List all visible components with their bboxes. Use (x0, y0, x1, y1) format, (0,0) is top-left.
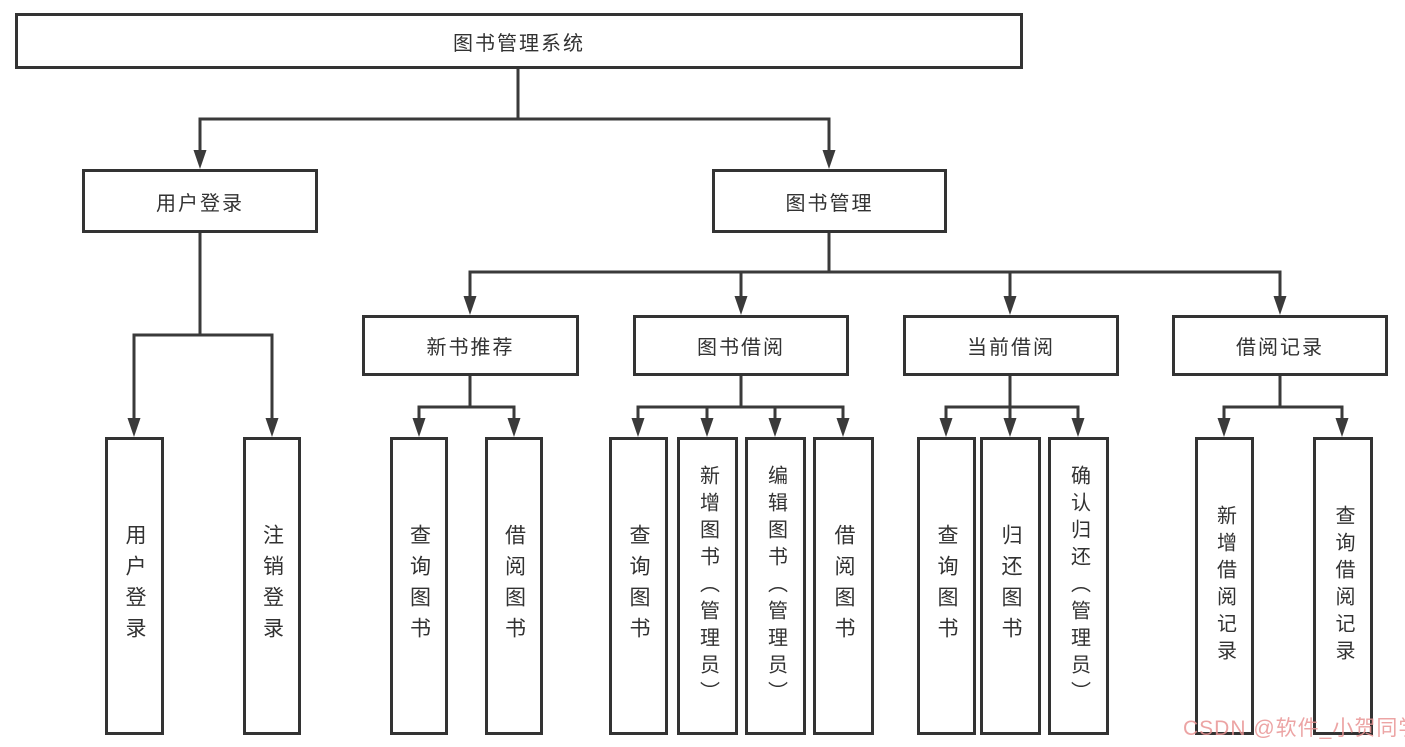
leaf-current-return: 归还图书 (980, 437, 1041, 735)
node-root: 图书管理系统 (15, 13, 1023, 69)
node-borrow-records: 借阅记录 (1172, 315, 1388, 376)
connector-records-children (1217, 375, 1349, 437)
leaf-current-query: 查询图书 (917, 437, 976, 735)
leaf-borrow-add-admin: 新增图书（管理员） (677, 437, 738, 735)
connector-mgmt-children (463, 232, 1287, 315)
leaf-records-add: 新增借阅记录 (1195, 437, 1254, 735)
connector-borrow-children (631, 375, 850, 437)
leaf-records-query: 查询借阅记录 (1313, 437, 1373, 735)
leaf-logout: 注销登录 (243, 437, 301, 735)
leaf-current-confirm-admin: 确认归还（管理员） (1048, 437, 1109, 735)
connector-login-children (127, 232, 279, 437)
connector-root (193, 68, 836, 169)
watermark: CSDN @软件_小贺同学 (1183, 717, 1405, 740)
leaf-borrow-borrow: 借阅图书 (813, 437, 874, 735)
node-book-borrow: 图书借阅 (633, 315, 849, 376)
node-current-borrow: 当前借阅 (903, 315, 1119, 376)
leaf-newbook-query: 查询图书 (390, 437, 448, 735)
leaf-borrow-query: 查询图书 (609, 437, 668, 735)
leaf-borrow-edit-admin: 编辑图书（管理员） (745, 437, 806, 735)
connector-current-children (939, 375, 1085, 437)
node-new-book-recommend: 新书推荐 (362, 315, 579, 376)
leaf-newbook-borrow: 借阅图书 (485, 437, 543, 735)
node-book-management: 图书管理 (712, 169, 947, 233)
connector-newbook-children (412, 375, 521, 437)
node-user-login-group: 用户登录 (82, 169, 318, 233)
leaf-user-login: 用户登录 (105, 437, 164, 735)
